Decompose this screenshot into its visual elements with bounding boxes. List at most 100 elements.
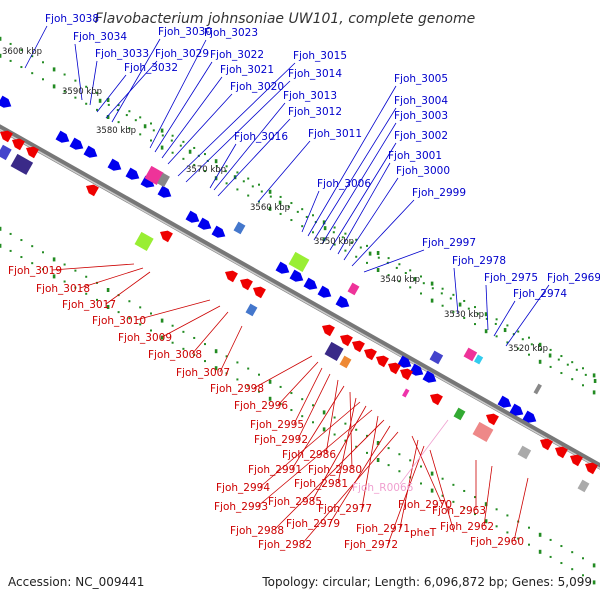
- gene-block: [402, 388, 410, 398]
- tick-mark: [409, 286, 412, 289]
- label-connector: [89, 60, 98, 106]
- gene-block: [533, 383, 542, 395]
- tick-mark: [150, 312, 152, 315]
- tick-mark: [278, 200, 282, 205]
- label-connector: [154, 61, 213, 153]
- tick-mark: [355, 428, 358, 431]
- tick-mark: [161, 134, 164, 137]
- tick-mark: [566, 363, 569, 366]
- tick-mark: [528, 336, 530, 339]
- tick-mark: [350, 241, 353, 244]
- tick-mark: [9, 249, 12, 252]
- label-connector: [301, 190, 320, 233]
- tick-mark: [530, 343, 533, 346]
- label-connector: [74, 43, 83, 101]
- tick-mark: [204, 170, 206, 173]
- tick-mark: [344, 422, 347, 425]
- tick-mark: [63, 90, 66, 93]
- tick-mark: [312, 231, 314, 234]
- tick-mark: [179, 144, 182, 147]
- tick-mark: [366, 434, 368, 437]
- tick-mark: [236, 188, 239, 191]
- tick-mark: [139, 323, 142, 326]
- forward-gene-label: Fjoh_3006: [317, 178, 371, 190]
- reverse-gene-label: Fjoh_3010: [92, 315, 146, 327]
- tick-mark: [420, 292, 422, 295]
- tick-mark: [398, 263, 401, 266]
- gene-block: [134, 231, 154, 251]
- tick-mark: [506, 324, 509, 327]
- tick-mark: [139, 116, 142, 119]
- tick-mark: [225, 355, 228, 358]
- tick-mark: [279, 195, 282, 198]
- tick-mark: [193, 146, 196, 149]
- reverse-gene-label: Fjoh_2962: [440, 521, 494, 533]
- tick-mark: [366, 244, 368, 247]
- tick-mark: [593, 378, 597, 383]
- tick-mark: [430, 488, 434, 493]
- label-connector: [513, 477, 529, 542]
- tick-mark: [506, 531, 509, 534]
- tick-mark: [430, 298, 434, 303]
- reverse-gene: [430, 393, 443, 406]
- label-connector: [329, 142, 397, 251]
- forward-gene-label: Fjoh_3001: [388, 150, 442, 162]
- reverse-gene-label: Fjoh_3019: [8, 265, 62, 277]
- tick-mark: [506, 514, 509, 517]
- gene-block: [339, 355, 352, 369]
- tick-mark: [134, 119, 137, 122]
- tick-mark: [9, 59, 12, 62]
- tick-mark: [582, 557, 584, 560]
- label-connector: [51, 263, 135, 271]
- reverse-gene-label: Fjoh_2992: [254, 434, 308, 446]
- label-connector: [351, 199, 415, 267]
- forward-gene: [317, 285, 332, 298]
- tick-mark: [96, 108, 98, 111]
- label-connector: [185, 80, 291, 183]
- label-connector: [217, 118, 291, 197]
- tick-mark: [476, 312, 479, 315]
- map-title: Flavobacterium johnsoniae UW101, complet…: [95, 11, 475, 27]
- tick-mark: [560, 355, 563, 358]
- tick-mark: [106, 305, 110, 309]
- tick-mark: [441, 477, 444, 480]
- reverse-gene-label: Fjoh_2970: [398, 499, 452, 511]
- tick-mark: [582, 574, 584, 577]
- label-connector: [301, 431, 399, 545]
- forward-gene: [125, 167, 140, 180]
- tick-mark: [42, 78, 44, 81]
- gene-block: [577, 479, 590, 493]
- tick-mark: [495, 508, 498, 511]
- tick-mark: [323, 226, 327, 231]
- tick-label: 3530 kbp: [444, 310, 484, 320]
- tick-mark: [549, 365, 552, 368]
- tick-mark: [422, 282, 425, 285]
- label-connector: [277, 361, 319, 406]
- tick-mark: [247, 194, 250, 197]
- tick-mark: [193, 353, 196, 356]
- tick-mark: [376, 458, 380, 462]
- tick-mark: [484, 502, 488, 507]
- label-connector: [311, 405, 367, 502]
- tick-mark: [258, 200, 260, 203]
- forward-gene: [83, 145, 98, 158]
- tick-mark: [582, 367, 584, 370]
- tick-mark: [296, 210, 299, 213]
- tick-mark: [63, 263, 66, 266]
- tick-mark: [247, 177, 250, 180]
- forward-gene-label: Fjoh_3012: [288, 106, 342, 118]
- tick-mark: [322, 237, 326, 242]
- tick-mark: [279, 385, 282, 388]
- tick-mark: [224, 170, 227, 173]
- tick-mark: [74, 286, 77, 289]
- tick-mark: [560, 562, 563, 565]
- tick-mark: [0, 243, 2, 248]
- tick-mark: [387, 447, 390, 450]
- reverse-gene: [0, 130, 13, 143]
- tick-mark: [42, 251, 44, 254]
- forward-gene-label: Fjoh_3033: [95, 48, 149, 60]
- tick-mark: [467, 307, 470, 310]
- tick-label: 3520 kbp: [508, 344, 548, 354]
- reverse-gene-label: Fjoh_2980: [308, 464, 362, 476]
- tick-mark: [452, 310, 455, 313]
